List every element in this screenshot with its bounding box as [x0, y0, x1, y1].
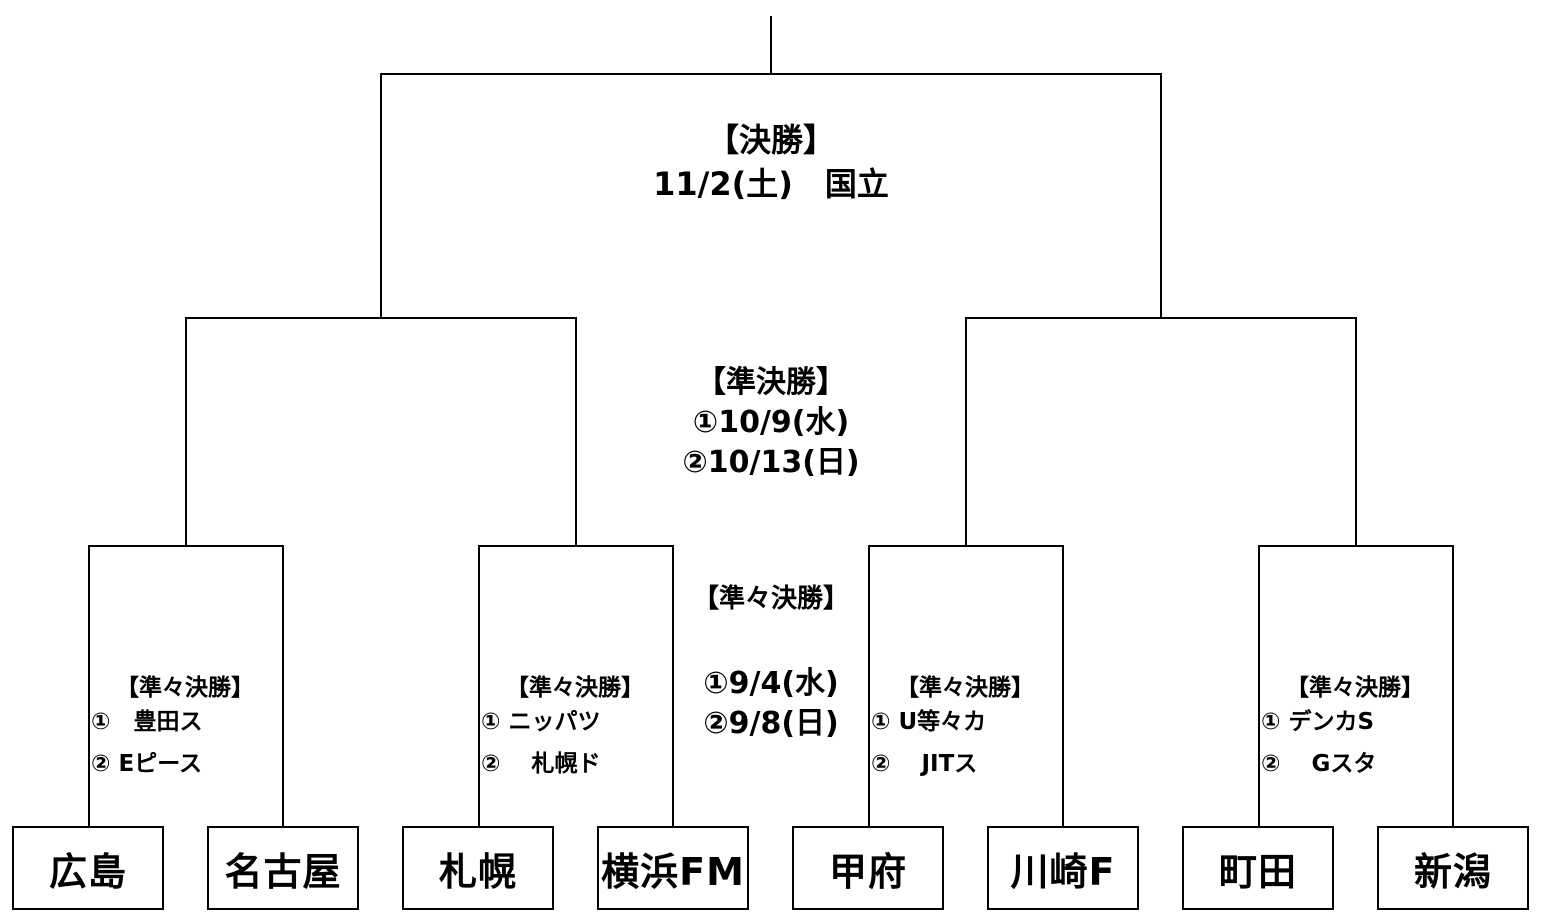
quarterfinal-2-venue2: ② 札幌ド	[481, 751, 601, 777]
team-kawasaki-f[interactable]: 川崎F	[987, 826, 1139, 910]
quarterfinal-4-title: 【準々決勝】	[1286, 675, 1424, 701]
quarterfinal-4-connector	[1258, 545, 1454, 826]
semifinal-label: 【準決勝】 ①10/9(水) ②10/13(日)	[682, 363, 859, 483]
team-machida[interactable]: 町田	[1182, 826, 1334, 910]
team-nagoya[interactable]: 名古屋	[207, 826, 359, 910]
quarterfinal-1-venue2: ② Eピース	[91, 751, 203, 777]
quarterfinal-2-connector	[478, 545, 674, 826]
quarterfinal-1-venue1: ① 豊田ス	[91, 709, 203, 735]
quarterfinal-3-venue1: ① U等々カ	[871, 709, 987, 735]
final-date-venue: 11/2(土) 国立	[653, 165, 889, 203]
quarterfinal-leg1-date: ①9/4(水)	[703, 666, 839, 701]
final-connector	[380, 16, 1162, 318]
quarterfinal-center-dates: ①9/4(水) ②9/8(日)	[703, 664, 839, 744]
quarterfinal-center-title: 【準々決勝】	[692, 584, 850, 614]
quarterfinal-2-title: 【準々決勝】	[506, 675, 644, 701]
team-sapporo[interactable]: 札幌	[402, 826, 554, 910]
team-hiroshima[interactable]: 広島	[12, 826, 164, 910]
quarterfinal-3-venue2: ② JITス	[871, 751, 978, 777]
quarterfinal-1-title: 【準々決勝】	[116, 675, 254, 701]
semifinal-leg1-date: ①10/9(水)	[692, 405, 850, 440]
team-kofu[interactable]: 甲府	[792, 826, 944, 910]
semifinal-left-connector	[185, 317, 577, 546]
semifinal-right-connector	[965, 317, 1357, 546]
quarterfinal-leg2-date: ②9/8(日)	[703, 706, 839, 741]
quarterfinal-3-title: 【準々決勝】	[896, 675, 1034, 701]
quarterfinal-4-venue2: ② Gスタ	[1261, 751, 1377, 777]
final-label: 【決勝】 11/2(土) 国立	[653, 118, 889, 206]
quarterfinal-1-connector	[88, 545, 284, 826]
team-niigata[interactable]: 新潟	[1377, 826, 1529, 910]
final-title: 【決勝】	[706, 121, 835, 159]
team-yokohama-fm[interactable]: 横浜FM	[597, 826, 749, 910]
quarterfinal-2-venue1: ① ニッパツ	[481, 709, 601, 735]
quarterfinal-4-venue1: ① デンカS	[1261, 709, 1375, 735]
semifinal-title: 【準決勝】	[696, 365, 846, 400]
semifinal-leg2-date: ②10/13(日)	[682, 445, 860, 480]
quarterfinal-3-connector	[868, 545, 1064, 826]
